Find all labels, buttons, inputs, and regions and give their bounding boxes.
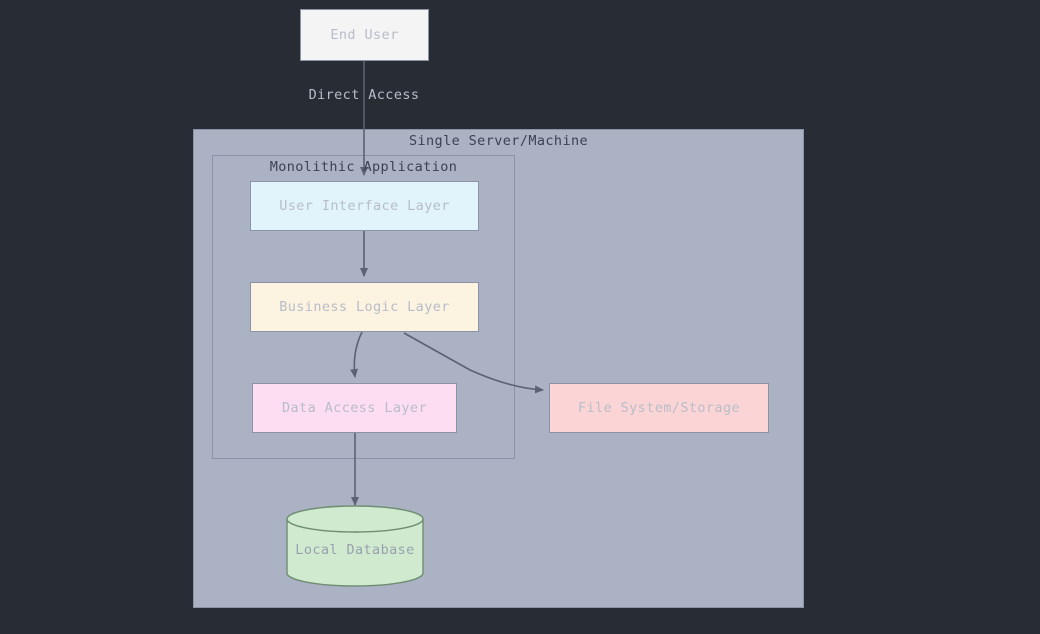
node-end-user[interactable]: End User	[300, 9, 429, 61]
node-local-database[interactable]	[286, 505, 424, 587]
subgraph-label-monolithic-application: Monolithic Application	[269, 159, 458, 175]
edge-business-layer-to-data-layer	[350, 331, 363, 378]
node-data-access-layer[interactable]: Data Access Layer	[252, 383, 457, 433]
cylinder-top	[286, 505, 424, 533]
cylinder-body	[286, 518, 424, 587]
edge-label-direct-access: Direct Access	[308, 87, 420, 103]
node-file-system-storage[interactable]: File System/Storage	[549, 383, 769, 433]
subgraph-label-single-server: Single Server/Machine	[408, 133, 589, 149]
node-user-interface-layer[interactable]: User Interface Layer	[250, 181, 479, 231]
node-business-logic-layer[interactable]: Business Logic Layer	[250, 282, 479, 332]
edge-business-layer-to-file-storage	[403, 332, 544, 394]
